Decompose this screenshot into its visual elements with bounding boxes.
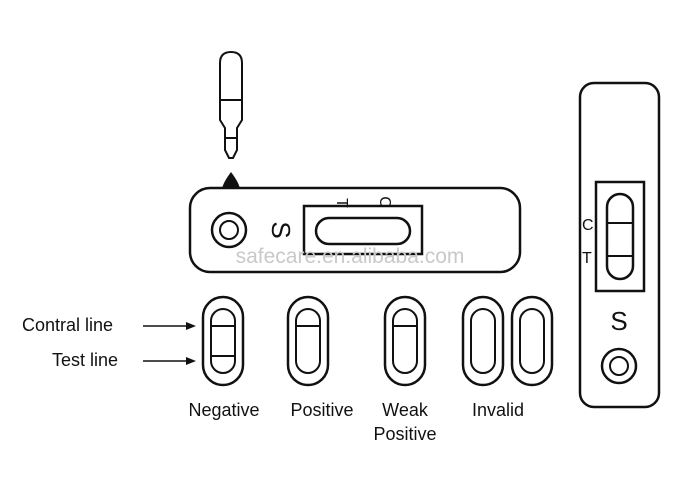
vertical-control-marker: C	[582, 217, 594, 234]
result-weak-positive	[383, 295, 427, 387]
vertical-cassette	[578, 81, 661, 409]
test-marker: T	[333, 198, 350, 208]
test-line-callout: Test line	[52, 350, 118, 370]
control-marker: C	[376, 196, 393, 208]
result-invalid	[461, 295, 554, 387]
result-positive	[286, 295, 330, 387]
result-window	[302, 204, 424, 256]
vertical-sample-well	[600, 347, 638, 385]
result-label-weak-line2: Positive	[373, 424, 436, 444]
control-line-callout: Contral line	[22, 315, 113, 335]
horizontal-cassette	[188, 186, 522, 274]
result-label-invalid: Invalid	[472, 400, 524, 420]
sample-well	[210, 211, 248, 249]
callout-arrows	[143, 322, 196, 365]
result-negative	[201, 295, 245, 387]
watermark: safecare.en.alibaba.com	[236, 245, 465, 268]
result-label-positive: Positive	[290, 400, 353, 420]
vertical-test-marker: T	[582, 250, 592, 267]
well-label: S	[266, 221, 296, 238]
vertical-result-window	[594, 180, 646, 293]
result-label-weak: Weak	[382, 400, 429, 420]
result-label-negative: Negative	[188, 400, 259, 420]
vertical-well-label: S	[610, 306, 627, 336]
dropper-icon	[219, 50, 243, 159]
